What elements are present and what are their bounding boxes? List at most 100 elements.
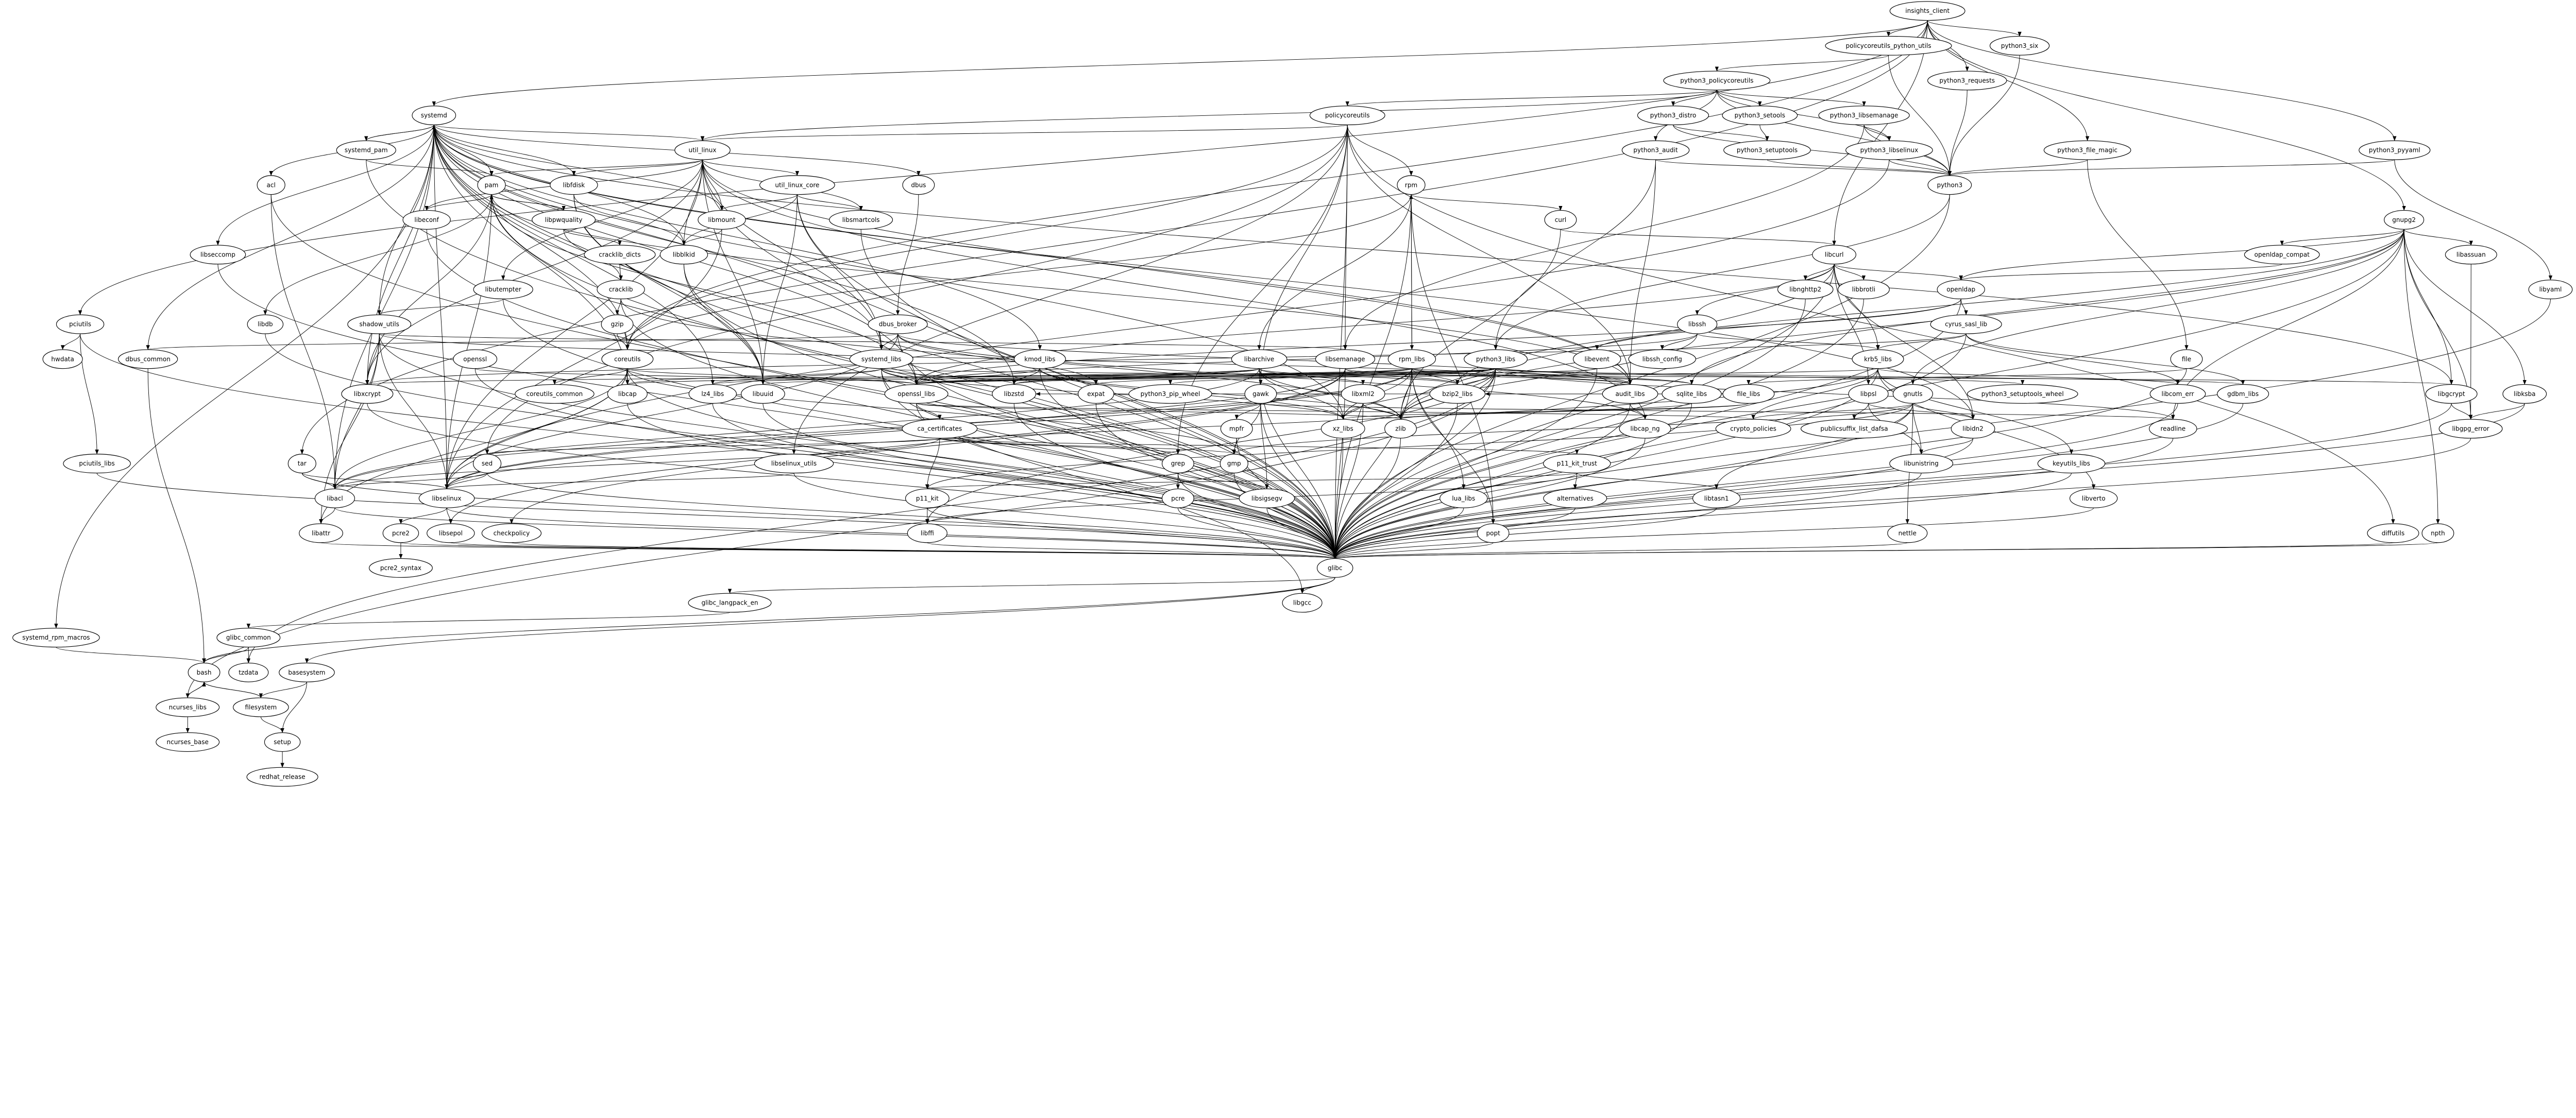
node-libmount[interactable]: libmount bbox=[698, 210, 746, 230]
node-libsmartcols[interactable]: libsmartcols bbox=[829, 210, 893, 230]
node-libtasn1[interactable]: libtasn1 bbox=[1692, 488, 1741, 508]
node-libpsl[interactable]: libpsl bbox=[1848, 384, 1889, 404]
node-gawk[interactable]: gawk bbox=[1244, 384, 1277, 404]
node-cracklib-dicts[interactable]: cracklib_dicts bbox=[584, 245, 656, 265]
node-tar[interactable]: tar bbox=[287, 454, 316, 474]
node-libsepol[interactable]: libsepol bbox=[427, 523, 475, 543]
node-p11-kit-trust[interactable]: p11_kit_trust bbox=[1543, 454, 1611, 474]
node-popt[interactable]: popt bbox=[1477, 523, 1510, 543]
node-libyaml[interactable]: libyaml bbox=[2528, 280, 2573, 300]
node-shadow-utils[interactable]: shadow_utils bbox=[347, 314, 412, 334]
node-libuuid[interactable]: libuuid bbox=[741, 384, 785, 404]
node-python3-setools[interactable]: python3_setools bbox=[1722, 106, 1798, 125]
node-curl[interactable]: curl bbox=[1544, 210, 1577, 230]
node-libevent[interactable]: libevent bbox=[1573, 349, 1621, 369]
node-pcre[interactable]: pcre bbox=[1162, 488, 1194, 508]
node-gzip[interactable]: gzip bbox=[601, 314, 634, 334]
node-libattr[interactable]: libattr bbox=[299, 523, 343, 543]
node-python3-requests[interactable]: python3_requests bbox=[1927, 71, 2007, 91]
node-ncurses-libs[interactable]: ncurses_libs bbox=[156, 697, 220, 717]
node-systemd[interactable]: systemd bbox=[412, 106, 456, 125]
node-python3-setuptools-wheel[interactable]: python3_setuptools_wheel bbox=[1967, 384, 2078, 404]
node-insights-client[interactable]: insights_client bbox=[1889, 1, 1965, 21]
node-libpwquality[interactable]: libpwquality bbox=[532, 210, 596, 230]
node-libcom-err[interactable]: libcom_err bbox=[2149, 384, 2206, 404]
node-libnghttp2[interactable]: libnghttp2 bbox=[1777, 280, 1834, 300]
node-keyutils-libs[interactable]: keyutils_libs bbox=[2037, 454, 2106, 474]
node-libassuan[interactable]: libassuan bbox=[2445, 245, 2497, 265]
node-systemd-pam[interactable]: systemd_pam bbox=[336, 140, 396, 160]
node-libfdisk[interactable]: libfdisk bbox=[550, 175, 598, 195]
node-pcre2[interactable]: pcre2 bbox=[382, 523, 419, 543]
node-libssh-config[interactable]: libssh_config bbox=[1628, 349, 1697, 369]
node-grep[interactable]: grep bbox=[1162, 454, 1194, 474]
node-libblkid[interactable]: libblkid bbox=[659, 245, 708, 265]
node-python3-libs[interactable]: python3_libs bbox=[1464, 349, 1528, 369]
node-crypto-policies[interactable]: crypto_policies bbox=[1715, 419, 1791, 439]
node-python3-libselinux[interactable]: python3_libselinux bbox=[1845, 140, 1933, 160]
node-libgcrypt[interactable]: libgcrypt bbox=[2425, 384, 2478, 404]
node-python3-policycoreutils[interactable]: python3_policycoreutils bbox=[1663, 71, 1771, 91]
node-tzdata[interactable]: tzdata bbox=[228, 662, 269, 682]
node-coreutils[interactable]: coreutils bbox=[601, 349, 654, 369]
node-ncurses-base[interactable]: ncurses_base bbox=[156, 732, 220, 752]
node-libarchive[interactable]: libarchive bbox=[1231, 349, 1287, 369]
node-libcap[interactable]: libcap bbox=[607, 384, 648, 404]
node-lua-libs[interactable]: lua_libs bbox=[1439, 488, 1488, 508]
node-python3-pyyaml[interactable]: python3_pyyaml bbox=[2359, 140, 2431, 160]
node-libzstd[interactable]: libzstd bbox=[992, 384, 1037, 404]
node-checkpolicy[interactable]: checkpolicy bbox=[481, 523, 542, 543]
node-pciutils-libs[interactable]: pciutils_libs bbox=[63, 454, 131, 474]
node-openldap-compat[interactable]: openldap_compat bbox=[2244, 245, 2320, 265]
node-gmp[interactable]: gmp bbox=[1219, 454, 1248, 474]
node-nettle[interactable]: nettle bbox=[1887, 523, 1928, 543]
node-libidn2[interactable]: libidn2 bbox=[1951, 419, 1995, 439]
node-libutempter[interactable]: libutempter bbox=[473, 280, 533, 300]
node-dbus-broker[interactable]: dbus_broker bbox=[868, 314, 928, 334]
node-libcurl[interactable]: libcurl bbox=[1812, 245, 1856, 265]
node-systemd-libs[interactable]: systemd_libs bbox=[849, 349, 913, 369]
node-rpm[interactable]: rpm bbox=[1397, 175, 1426, 195]
node-cyrus-sasl-lib[interactable]: cyrus_sasl_lib bbox=[1930, 314, 2002, 334]
node-python3-file-magic[interactable]: python3_file_magic bbox=[2043, 140, 2131, 160]
node-libselinux-utils[interactable]: libselinux_utils bbox=[754, 454, 834, 474]
node-sed[interactable]: sed bbox=[472, 454, 502, 474]
node-hwdata[interactable]: hwdata bbox=[42, 349, 83, 369]
node-alternatives[interactable]: alternatives bbox=[1543, 488, 1607, 508]
node-libcap-ng[interactable]: libcap_ng bbox=[1619, 419, 1671, 439]
node-libselinux[interactable]: libselinux bbox=[418, 488, 475, 508]
node-zlib[interactable]: zlib bbox=[1384, 419, 1417, 439]
node-systemd-rpm-macros[interactable]: systemd_rpm_macros bbox=[12, 628, 100, 648]
node-p11-kit[interactable]: p11_kit bbox=[905, 488, 950, 508]
node-openssl-libs[interactable]: openssl_libs bbox=[884, 384, 948, 404]
node-glibc[interactable]: glibc bbox=[1317, 558, 1353, 578]
node-policycoreutils[interactable]: policycoreutils bbox=[1309, 106, 1385, 125]
node-util-linux[interactable]: util_linux bbox=[674, 140, 731, 160]
node-dbus-common[interactable]: dbus_common bbox=[117, 349, 178, 369]
node-gdbm-libs[interactable]: gdbm_libs bbox=[2217, 384, 2269, 404]
node-openssl[interactable]: openssl bbox=[453, 349, 498, 369]
node-krb5-libs[interactable]: krb5_libs bbox=[1852, 349, 1904, 369]
node-python3-distro[interactable]: python3_distro bbox=[1637, 106, 1709, 125]
node-libseccomp[interactable]: libseccomp bbox=[190, 245, 246, 265]
node-readline[interactable]: readline bbox=[2149, 419, 2197, 439]
node-expat[interactable]: expat bbox=[1078, 384, 1114, 404]
node-glibc-common[interactable]: glibc_common bbox=[216, 628, 281, 648]
node-libffi[interactable]: libffi bbox=[907, 523, 947, 543]
node-glibc-langpack-en[interactable]: glibc_langpack_en bbox=[688, 593, 772, 613]
node-redhat-release[interactable]: redhat_release bbox=[246, 767, 318, 787]
node-audit-libs[interactable]: audit_libs bbox=[1602, 384, 1658, 404]
node-xz-libs[interactable]: xz_libs bbox=[1320, 419, 1365, 439]
node-libbrotli[interactable]: libbrotli bbox=[1837, 280, 1890, 300]
node-libunistring[interactable]: libunistring bbox=[1889, 454, 1954, 474]
node-python3-setuptools[interactable]: python3_setuptools bbox=[1723, 140, 1811, 160]
node-libsemanage[interactable]: libsemanage bbox=[1315, 349, 1376, 369]
node-libxml2[interactable]: libxml2 bbox=[1341, 384, 1385, 404]
node-filesystem[interactable]: filesystem bbox=[233, 697, 289, 717]
node-diffutils[interactable]: diffutils bbox=[2367, 523, 2419, 543]
node-libverto[interactable]: libverto bbox=[2069, 488, 2118, 508]
node-policycoreutils-python-utils[interactable]: policycoreutils_python_utils bbox=[1825, 36, 1952, 56]
node-libgpg-error[interactable]: libgpg_error bbox=[2438, 419, 2503, 439]
node-gnutls[interactable]: gnutls bbox=[1892, 384, 1933, 404]
node-libxcrypt[interactable]: libxcrypt bbox=[341, 384, 394, 404]
